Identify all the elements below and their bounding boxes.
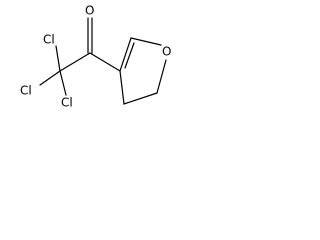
atom-labels: O Cl Cl Cl O bbox=[20, 4, 171, 110]
atom-label-chlorine-top: Cl bbox=[43, 33, 55, 47]
structure-canvas: O Cl Cl Cl O bbox=[0, 0, 189, 119]
bond-ring-o-c5 bbox=[156, 59, 167, 94]
bond-c-cl-left bbox=[39, 70, 61, 86]
atom-label-ring-oxygen: O bbox=[162, 45, 171, 59]
bond-ring-c3-c2-inner bbox=[124, 42, 135, 69]
bond-c-cl-top bbox=[55, 45, 61, 72]
molecule-structure: O Cl Cl Cl O bbox=[20, 4, 171, 110]
atom-label-chlorine-bottom: Cl bbox=[61, 96, 73, 110]
bond-ring-c5-c4 bbox=[123, 92, 158, 105]
atom-label-chlorine-left: Cl bbox=[20, 84, 32, 98]
bond-ring-c3-c2 bbox=[119, 37, 132, 72]
bond-carbonyl-ccl3 bbox=[59, 52, 91, 72]
bond-c-cl-bottom bbox=[59, 70, 67, 96]
bond-ring-c4-c3 bbox=[119, 70, 125, 105]
bond-ring-c2-o bbox=[130, 37, 162, 46]
atom-label-carbonyl-oxygen: O bbox=[85, 4, 94, 18]
bond-carbonyl-ring bbox=[89, 52, 121, 72]
bonds bbox=[39, 17, 167, 105]
